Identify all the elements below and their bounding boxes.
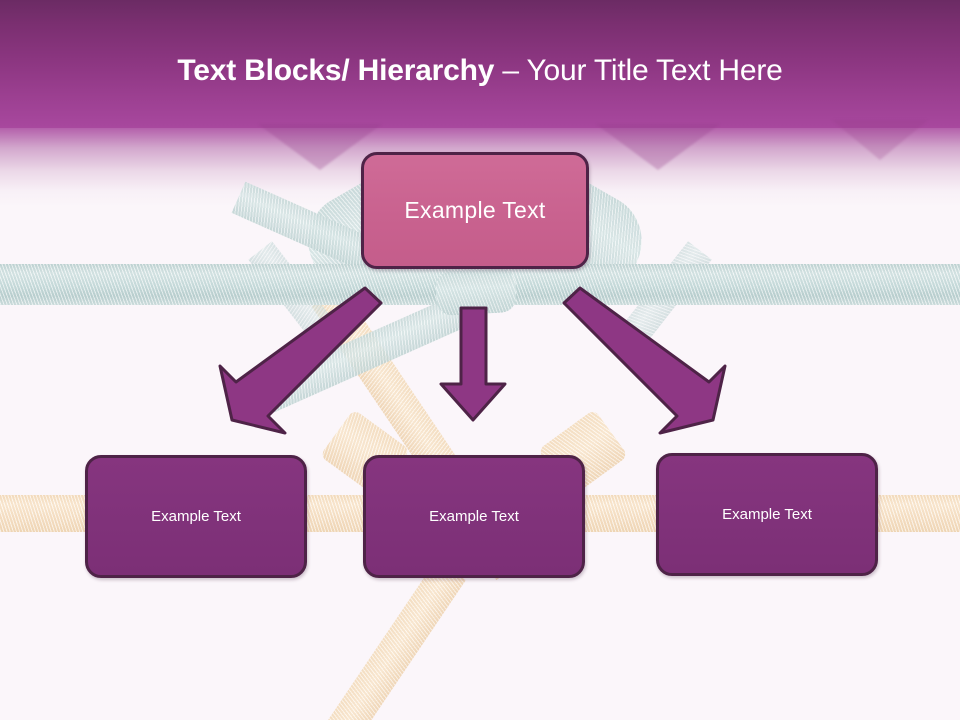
hierarchy-root-label: Example Text (404, 197, 546, 223)
banner-chevron-decoration (596, 124, 720, 170)
hierarchy-child-label-1: Example Text (151, 508, 241, 525)
blue-ribbon-knot (434, 267, 518, 317)
hierarchy-child-box-3[interactable]: Example Text (656, 453, 878, 576)
banner-chevron-decoration (832, 120, 928, 160)
hierarchy-child-label-3: Example Text (722, 506, 812, 523)
page-title-strong: Text Blocks/ Hierarchy (177, 54, 503, 87)
hierarchy-child-box-2[interactable]: Example Text (363, 455, 585, 578)
peach-ribbon-tail-right (251, 560, 466, 720)
page-title: Text Blocks/ Hierarchy – Your Title Text… (0, 52, 960, 90)
hierarchy-child-box-1[interactable]: Example Text (85, 455, 307, 578)
hierarchy-root-box[interactable]: Example Text (361, 152, 589, 269)
page-title-dash: – (502, 54, 527, 87)
hierarchy-child-label-2: Example Text (429, 508, 519, 525)
page-title-light: Your Title Text Here (526, 54, 783, 87)
title-banner (0, 0, 960, 128)
